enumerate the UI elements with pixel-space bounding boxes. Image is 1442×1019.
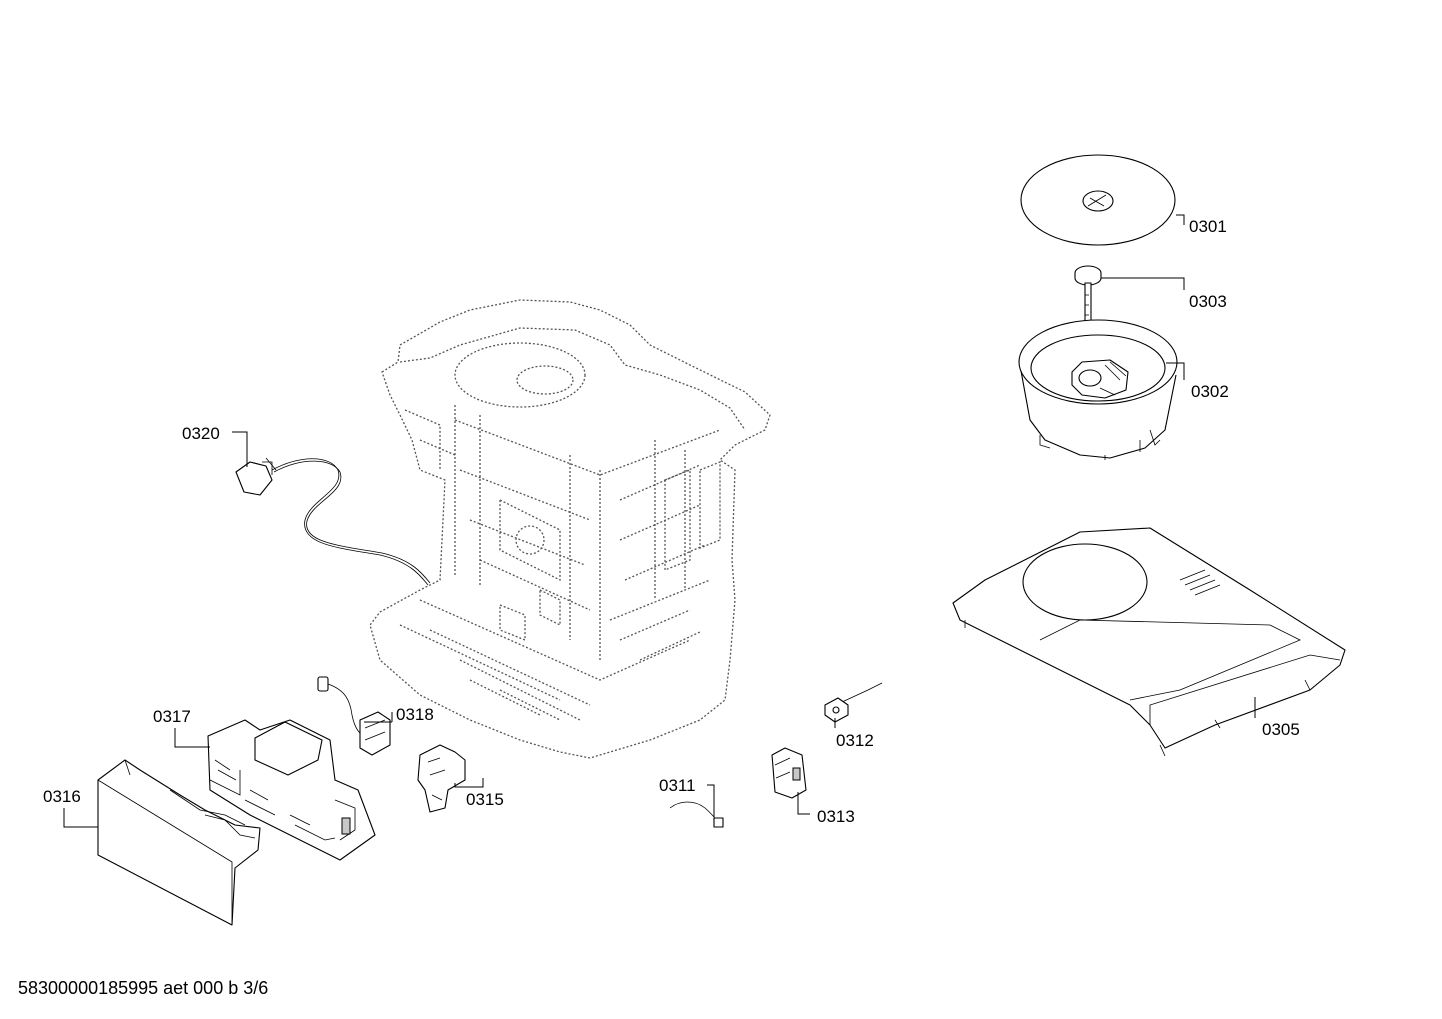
main-frame-ghost: [369, 299, 771, 759]
label-0315: 0315: [466, 790, 504, 809]
cover-part-0316: [97, 759, 261, 926]
connector-part-0312: [824, 682, 883, 723]
label-0303: 0303: [1189, 292, 1227, 311]
label-0320: 0320: [182, 424, 220, 443]
bracket-part-0315: [417, 744, 466, 813]
leader-lines: [63, 214, 1256, 828]
cable-part-0311: [669, 801, 724, 828]
power-cord-part-0320: [235, 457, 431, 586]
disc-part-0301: [1020, 154, 1176, 246]
label-0305: 0305: [1262, 720, 1300, 739]
label-0312: 0312: [836, 731, 874, 750]
cable-board-part-0318: [317, 676, 391, 756]
label-0311: 0311: [659, 776, 696, 795]
label-0318: 0318: [396, 705, 434, 724]
control-housing-part-0317: [207, 719, 376, 861]
label-0302: 0302: [1191, 382, 1229, 401]
label-0313: 0313: [817, 807, 855, 826]
label-0301: 0301: [1189, 217, 1227, 236]
label-0317: 0317: [153, 707, 191, 726]
document-code: 58300000185995 aet 000 b 3/6: [18, 978, 269, 998]
part-labels: 0301 0302 0303 0305 0311 0312 0313 0315 …: [43, 217, 1300, 826]
bowl-part-0302: [1018, 319, 1178, 460]
label-0316: 0316: [43, 787, 81, 806]
cover-panel-part-0305: [952, 527, 1346, 757]
switch-part-0313: [771, 747, 807, 799]
